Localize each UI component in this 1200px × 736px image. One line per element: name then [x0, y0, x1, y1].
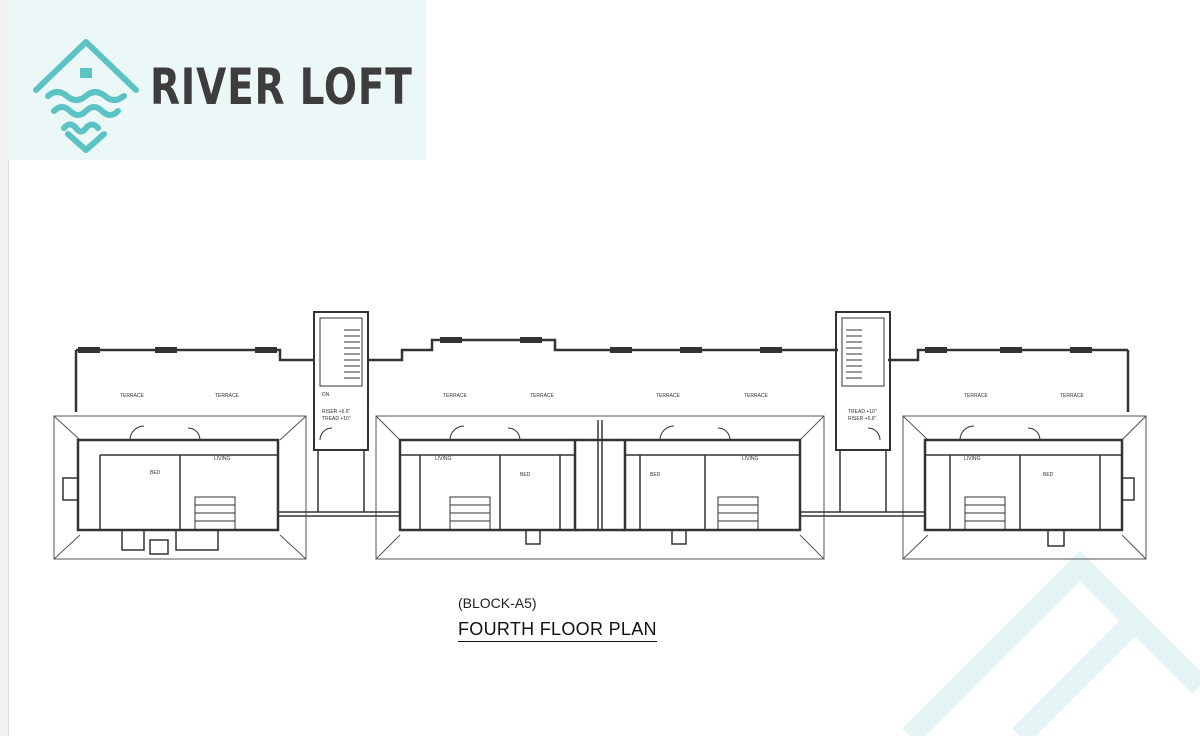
- room-label-terrace: TERRACE: [443, 393, 468, 399]
- room-label-terrace: TERRACE: [744, 393, 769, 399]
- room-label-terrace: TERRACE: [964, 393, 989, 399]
- stair-note-left: RISER +6.6": [322, 409, 351, 415]
- stair-treads-left: [344, 329, 360, 379]
- room-label-living: LIVING: [964, 456, 981, 462]
- block-label: (BLOCK-A5): [458, 595, 537, 611]
- room-label-living: LIVING: [742, 456, 759, 462]
- door-swings: [129, 425, 1041, 441]
- corridor: [278, 450, 925, 517]
- terrace-wall: [74, 338, 1130, 412]
- page-edge-line: [8, 0, 9, 736]
- interior-partitions: [99, 420, 1122, 530]
- room-labels: TERRACE TERRACE TERRACE TERRACE TERRACE …: [120, 392, 1085, 478]
- room-label-terrace: TERRACE: [1060, 393, 1085, 399]
- room-label-living: LIVING: [435, 456, 452, 462]
- room-label-bed: BED: [150, 470, 161, 476]
- terrace-crenellation: [78, 337, 1092, 353]
- room-label-bed: BED: [650, 472, 661, 478]
- unit-stairs: [194, 496, 1006, 531]
- page-edge: [0, 0, 8, 736]
- room-label-terrace: TERRACE: [656, 393, 681, 399]
- floor-plan-drawing: TERRACE TERRACE TERRACE TERRACE TERRACE …: [53, 311, 1147, 560]
- plan-title: FOURTH FLOOR PLAN: [458, 619, 657, 642]
- stair-dn-label: DN: [322, 392, 330, 398]
- room-label-bed: BED: [1043, 472, 1054, 478]
- stair-note-left: TREAD +10": [322, 416, 351, 422]
- river-loft-logo-icon: [33, 39, 139, 153]
- room-label-living: LIVING: [214, 456, 231, 462]
- room-label-terrace: TERRACE: [120, 393, 145, 399]
- stair-tower-right: [835, 311, 891, 451]
- projections: [62, 477, 1135, 555]
- stair-tower-left: [313, 311, 369, 451]
- roof-outline-boxes: [53, 415, 1147, 560]
- room-label-terrace: TERRACE: [530, 393, 555, 399]
- stair-note-right: RISER +6.6": [848, 416, 877, 422]
- stair-treads-right: [846, 329, 862, 379]
- room-label-terrace: TERRACE: [215, 393, 240, 399]
- brand-name: RIVER LOFT: [150, 58, 413, 116]
- room-label-bed: BED: [520, 472, 531, 478]
- stair-note-right: TREAD +10": [848, 409, 877, 415]
- watermark-logo: [902, 550, 1200, 736]
